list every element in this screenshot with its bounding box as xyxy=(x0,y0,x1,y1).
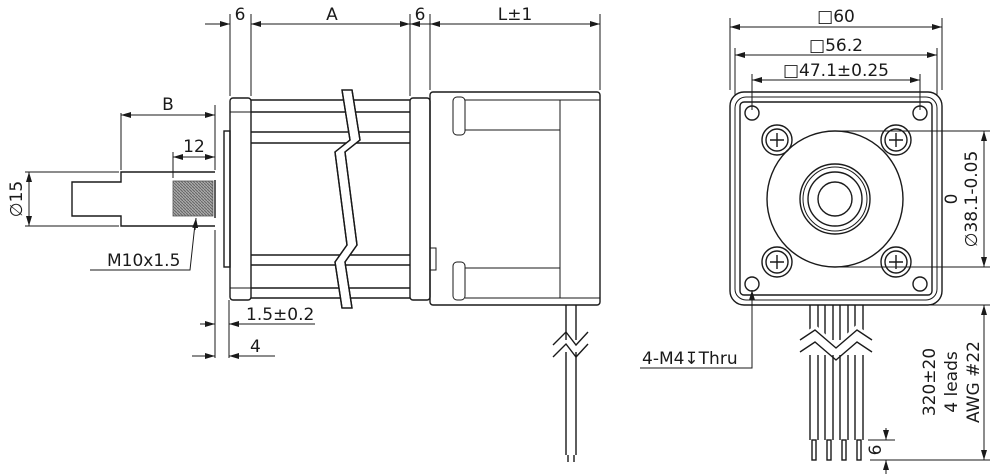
motor-body-details xyxy=(429,96,600,301)
dim-pilot-height-label: 1.5±0.2 xyxy=(246,305,314,325)
lead-wires-side xyxy=(552,305,589,462)
front-flange xyxy=(229,97,252,301)
tie-rods xyxy=(251,99,410,299)
strip-length-label: 6 xyxy=(866,445,886,456)
shaft-dimension-lines xyxy=(25,105,315,359)
shaft xyxy=(71,171,215,227)
dim-shaft-dia-label: ∅15 xyxy=(7,181,27,217)
thread-label: M10x1.5 xyxy=(107,251,180,271)
shaft-circle xyxy=(817,181,853,217)
lead-length-label: 320±20 xyxy=(920,348,940,416)
break-symbol xyxy=(334,89,361,309)
pilot-plate xyxy=(223,130,231,268)
motor-body xyxy=(429,91,601,306)
lead-wires-front xyxy=(795,305,877,461)
top-dimension-lines xyxy=(205,14,601,96)
front-dimension-lines xyxy=(640,18,990,474)
dim-thread-len-label: 12 xyxy=(183,137,205,157)
dim-rear-label: 6 xyxy=(415,5,426,25)
body-square xyxy=(739,101,933,296)
dim-flange-thick-label: 4 xyxy=(250,337,261,357)
dim-body-label: □56.2 xyxy=(809,36,863,56)
dim-pilot-label: ∅38.1-0.05 xyxy=(962,151,982,248)
screws xyxy=(761,124,912,278)
hole-label: 4-M4↧Thru xyxy=(642,349,738,369)
front-view: □60 □56.2 □47.1±0.25 0 ∅38.1-0.05 4-M4↧T… xyxy=(640,7,990,474)
dim-flange-label: 6 xyxy=(235,5,246,25)
lead-count-label: 4 leads xyxy=(942,351,962,413)
dim-b-label: B xyxy=(162,95,174,115)
dim-a-label: A xyxy=(326,5,338,25)
dim-holes-label: □47.1±0.25 xyxy=(783,61,889,81)
rear-flange xyxy=(409,97,431,301)
pilot-circle xyxy=(766,130,904,268)
side-view: 6 A 6 L±1 B 12 ∅15 M10x1.5 1.5±0.2 4 xyxy=(7,5,601,462)
mounting-holes xyxy=(744,105,928,292)
dim-pilot-upper-label: 0 xyxy=(942,194,962,205)
dim-outer-label: □60 xyxy=(817,7,855,27)
lead-gauge-label: AWG #22 xyxy=(964,341,984,423)
shaft-thread xyxy=(172,180,214,217)
dim-length-label: L±1 xyxy=(498,5,533,25)
outer-square xyxy=(729,91,943,306)
